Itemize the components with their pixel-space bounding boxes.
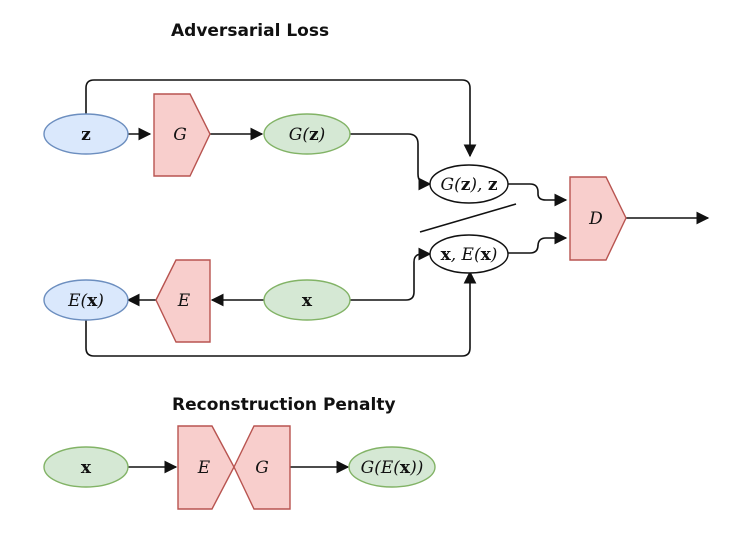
node-ex-label: E(x) [67,291,104,311]
adversarial-loss-title: Adversarial Loss [171,21,329,41]
node-pair-gz-z: G(z), z [429,164,509,204]
node-pair-gz-z-label: G(z), z [441,175,498,195]
node-pair-x-ex: x, E(x) [429,234,509,274]
edge-z-loop-to-pair [85,79,477,158]
node-x-bottom: x [43,446,129,488]
node-ex: E(x) [43,279,129,321]
reconstruction-penalty-title: Reconstruction Penalty [172,395,396,415]
node-x-bottom-label: x [81,458,92,478]
node-x-label: x [302,291,313,311]
node-generator-bottom-label: G [255,458,269,478]
edge-gz-to-pair [350,133,432,191]
node-pair-x-ex-label: x, E(x) [441,245,498,265]
edge-pair-gz-to-d [508,183,568,207]
node-generator-label: G [173,125,187,145]
edge-ex-loop-to-pair [85,270,477,357]
node-generator-bottom: G [233,425,291,510]
edge-pair-x-to-d [508,231,568,254]
edge-x-to-pair [350,247,432,301]
node-gex: G(E(x)) [348,446,436,488]
node-gz: G(z) [263,113,351,155]
node-encoder: E [155,259,211,343]
node-gz-label: G(z) [289,125,326,145]
node-x: x [263,279,351,321]
node-discriminator: D [569,176,627,261]
node-encoder-bottom: E [177,425,235,510]
node-z: z [43,113,129,155]
node-generator: G [153,93,211,177]
node-encoder-bottom-label: E [197,458,211,478]
divider-slash [419,203,517,233]
node-gex-label: G(E(x)) [361,458,424,478]
node-z-label: z [81,125,91,145]
node-encoder-label: E [177,291,191,311]
node-discriminator-label: D [588,209,603,229]
